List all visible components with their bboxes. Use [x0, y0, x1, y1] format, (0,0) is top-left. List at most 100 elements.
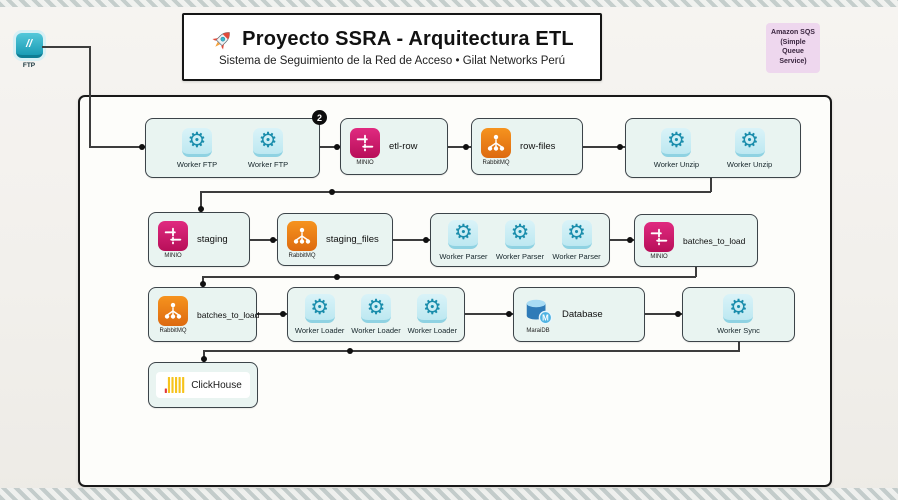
rabbitmq-icon	[481, 127, 511, 158]
node-worker-sync[interactable]: ⚙ Worker Sync	[682, 287, 795, 342]
gear-glyph: ⚙	[310, 294, 330, 319]
gear-icon: ⚙	[448, 219, 479, 249]
edge-staging-stagingfiles	[250, 239, 277, 241]
worker-instance: ⚙ Worker Loader	[351, 294, 401, 335]
gear-icon: ⚙	[360, 294, 391, 323]
ftp-icon-glyph: //	[25, 38, 33, 50]
gear-glyph: ⚙	[258, 128, 278, 152]
minio-icon	[350, 127, 380, 158]
edge-ftp-down	[89, 46, 91, 147]
icon-caption: MaraiDB	[526, 327, 550, 334]
diagram-title: Proyecto SSRA - Arquitectura ETL	[242, 28, 574, 50]
gear-glyph: ⚙	[667, 128, 686, 152]
node-worker-unzip[interactable]: ⚙ Worker Unzip ⚙ Worker Unzip	[625, 118, 801, 178]
gear-icon: ⚙	[181, 127, 212, 157]
edge-endpoint-dot	[270, 237, 276, 243]
worker-label: Worker Unzip	[653, 159, 700, 169]
worker-instance: ⚙ Worker Sync	[717, 294, 760, 335]
edge-unzip-staging-v	[200, 191, 202, 212]
diagram-subtitle: Sistema de Seguimiento de la Red de Acce…	[218, 54, 565, 67]
node-batches-to-load-bucket[interactable]: MINIO batches_to_load	[634, 214, 758, 267]
sqs-note-line: (Simple	[780, 38, 806, 46]
worker-instance: ⚙ Worker Loader	[408, 294, 457, 335]
edge-ftp-to-workerftp	[89, 146, 145, 148]
edge-queue-loader	[257, 313, 287, 315]
edge-workerftp-etlrow	[320, 146, 340, 148]
node-etl-row[interactable]: MINIO etl-row	[340, 118, 448, 175]
ftp-source-node[interactable]: // FTP	[12, 33, 46, 69]
worker-label: Worker Parser	[439, 251, 488, 261]
node-row-files[interactable]: RabbitMQ row-files	[471, 118, 583, 175]
worker-instance: ⚙ Worker FTP	[176, 127, 218, 169]
worker-label: Worker Loader	[294, 326, 345, 335]
edge-bucket-queue-h	[202, 276, 696, 278]
icon-caption: RabbitMQ	[288, 252, 316, 259]
icon-caption: MINIO	[650, 253, 668, 260]
edge-database-sync	[645, 313, 682, 315]
edge-endpoint-dot	[198, 206, 204, 212]
gear-glyph: ⚙	[422, 294, 442, 319]
node-label: etl-row	[389, 141, 418, 152]
worker-instance: ⚙ Worker Parser	[495, 219, 545, 261]
node-label: batches_to_load	[683, 235, 746, 246]
worker-label: Worker Unzip	[726, 159, 773, 169]
gear-glyph: ⚙	[729, 294, 748, 319]
gear-icon: ⚙	[504, 219, 535, 249]
striped-band-top	[0, 0, 898, 7]
gear-icon: ⚙	[661, 127, 692, 157]
sqs-note-line: Service)	[779, 57, 807, 65]
node-worker-ftp[interactable]: ⚙ Worker FTP ⚙ Worker FTP	[145, 118, 320, 178]
edge-mid-dot	[347, 348, 353, 354]
node-label: Database	[562, 309, 603, 320]
node-worker-parser[interactable]: ⚙ Worker Parser ⚙ Worker Parser ⚙ Worker…	[430, 213, 610, 267]
worker-instance: ⚙ Worker FTP	[248, 127, 288, 169]
worker-label: Worker Loader	[351, 326, 401, 335]
edge-unzip-down	[710, 178, 712, 192]
worker-label: Worker FTP	[176, 159, 218, 169]
node-label: staging_files	[326, 234, 379, 245]
edge-mid-dot	[329, 189, 335, 195]
worker-label: Worker Parser	[552, 251, 601, 261]
icon-caption: MINIO	[356, 159, 374, 166]
edge-ftp-out	[42, 46, 90, 48]
worker-label: Worker Sync	[717, 326, 760, 335]
edge-unzip-staging-h	[200, 191, 711, 193]
gear-glyph: ⚙	[510, 220, 530, 244]
node-staging-files[interactable]: RabbitMQ staging_files	[277, 213, 393, 266]
edge-endpoint-dot	[506, 311, 512, 317]
gear-glyph: ⚙	[567, 220, 586, 244]
worker-label: Worker Parser	[495, 251, 545, 261]
edge-endpoint-dot	[617, 144, 623, 150]
gear-icon: ⚙	[253, 127, 284, 157]
node-clickhouse[interactable]: ClickHouse	[148, 362, 258, 408]
node-database[interactable]: MaraiDB Database	[513, 287, 645, 342]
edge-parser-batchesbucket	[610, 239, 634, 241]
gear-glyph: ⚙	[454, 220, 473, 244]
sqs-note[interactable]: Amazon SQS (Simple Queue Service)	[766, 23, 820, 73]
node-worker-loader[interactable]: ⚙ Worker Loader ⚙ Worker Loader ⚙ Worker…	[287, 287, 465, 342]
icon-caption: RabbitMQ	[482, 159, 510, 166]
node-staging[interactable]: MINIO staging	[148, 212, 250, 267]
node-batches-to-load-queue[interactable]: RabbitMQ batches_to_load	[148, 287, 259, 342]
gear-glyph: ⚙	[740, 128, 759, 152]
edge-rowfiles-unzip	[583, 146, 625, 148]
sqs-note-line: Amazon SQS	[771, 29, 815, 36]
title-box[interactable]: Proyecto SSRA - Arquitectura ETL Sistema…	[182, 13, 602, 81]
edge-endpoint-dot	[675, 311, 681, 317]
edge-bucket-down	[695, 267, 697, 277]
worker-instance: ⚙ Worker Unzip	[653, 127, 700, 169]
edge-etlrow-rowfiles	[448, 146, 471, 148]
minio-icon	[158, 220, 188, 251]
striped-band-bottom	[0, 488, 898, 500]
rabbitmq-icon	[158, 295, 188, 326]
edge-sync-down	[738, 342, 740, 352]
node-label: staging	[197, 234, 228, 245]
mariadb-icon	[523, 296, 553, 326]
ftp-label: FTP	[22, 62, 36, 69]
rocket-icon	[210, 27, 235, 52]
gear-icon: ⚙	[723, 294, 754, 323]
edge-endpoint-dot	[334, 144, 340, 150]
minio-icon	[644, 221, 674, 252]
sqs-note-line: Queue	[782, 48, 804, 55]
clickhouse-label: ClickHouse	[191, 379, 242, 391]
